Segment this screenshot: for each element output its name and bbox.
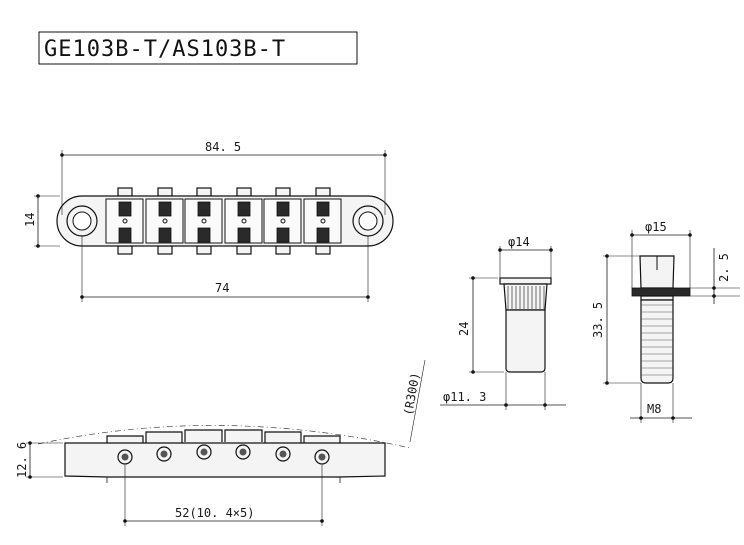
intonation-screws (117, 444, 330, 465)
stud-bolt (631, 255, 691, 384)
saddles (105, 198, 342, 244)
svg-text:24: 24 (457, 322, 471, 336)
dimension-bushing-body: φ11. 3 (440, 372, 566, 410)
svg-text:(R300): (R300) (401, 371, 422, 416)
svg-text:φ15: φ15 (645, 220, 667, 234)
dimension-string-spacing: 52(10. 4×5) (123, 465, 324, 526)
anchor-bushing (499, 277, 552, 373)
svg-text:52(10. 4×5): 52(10. 4×5) (175, 506, 254, 520)
dimension-bushing-length: 24 (457, 276, 504, 374)
dimension-stud-head-height: 2. 5 (690, 248, 740, 304)
dimension-stud-thread: M8 (630, 383, 692, 423)
svg-text:14: 14 (23, 213, 37, 227)
svg-text:2. 5: 2. 5 (717, 253, 731, 282)
dimension-stud-length: 33. 5 (591, 254, 641, 385)
svg-text:M8: M8 (647, 402, 661, 416)
dimension-bushing-head: φ14 (498, 235, 553, 278)
svg-text:84. 5: 84. 5 (205, 140, 241, 154)
svg-text:33. 5: 33. 5 (591, 302, 605, 338)
dimension-side-height: 12. 6 (15, 441, 63, 479)
svg-text:12. 6: 12. 6 (15, 442, 29, 478)
bridge-top-view (56, 187, 394, 255)
svg-text:φ11. 3: φ11. 3 (443, 390, 486, 404)
dimension-post-spacing: 74 (80, 236, 370, 302)
title-box (38, 31, 358, 65)
dimension-overall-length: 84. 5 (60, 140, 387, 215)
dimension-height: 14 (23, 194, 60, 248)
side-saddles (106, 429, 341, 444)
bridge-side-view (37, 425, 411, 483)
dimension-radius: (R300) (401, 359, 426, 443)
dimension-stud-head: φ15 (630, 220, 692, 288)
svg-text:74: 74 (215, 281, 229, 295)
drawing-title: GE103B-T/AS103B-T (44, 37, 286, 62)
side-body (64, 442, 386, 478)
radius-arc (37, 425, 411, 449)
svg-text:φ14: φ14 (508, 235, 530, 249)
